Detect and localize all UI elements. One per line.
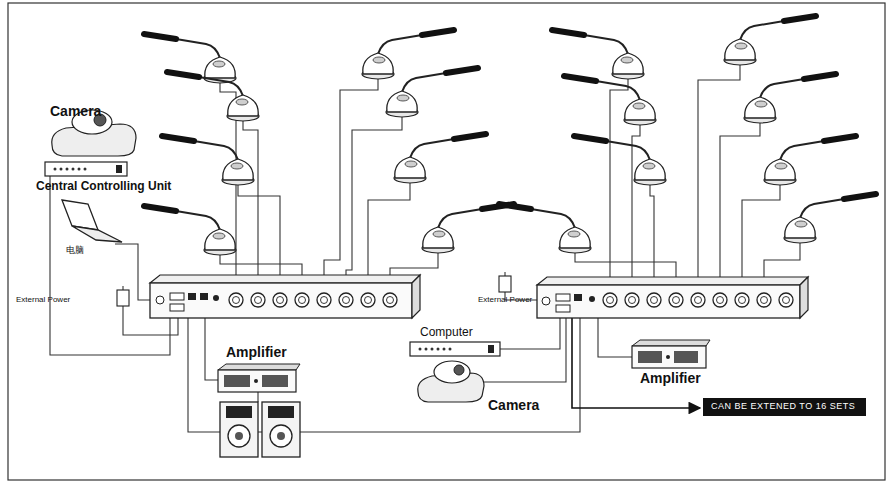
part-label: Camera (488, 398, 539, 413)
part-label: Amplifier (640, 371, 701, 386)
part-label: Amplifier (226, 345, 287, 360)
part-label: External Power (478, 296, 532, 305)
part-label: Central Controlling Unit (36, 180, 171, 193)
part-label: Camera (50, 104, 101, 119)
note-text: CAN BE EXTENED TO 16 SETS (711, 401, 858, 411)
note-banner: CAN BE EXTENED TO 16 SETS (703, 398, 866, 416)
part-label: 电脑 (66, 246, 84, 256)
part-label: External Power (16, 296, 70, 305)
part-label: Computer (420, 326, 473, 339)
